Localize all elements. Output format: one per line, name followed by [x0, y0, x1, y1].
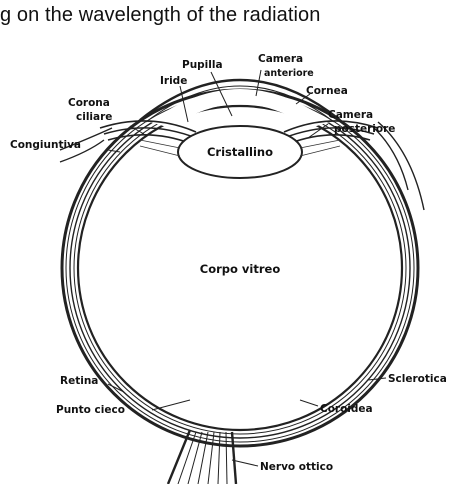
label-camera-posteriore-2: posteriore [334, 123, 395, 135]
label-cornea: Cornea [306, 85, 348, 97]
label-congiuntiva: Congiuntiva [10, 139, 81, 151]
label-camera-posteriore-1: Camera [328, 109, 373, 121]
label-corona-ciliare-1: Corona [68, 97, 110, 109]
label-punto-cieco: Punto cieco [56, 404, 125, 416]
label-camera-anteriore-2: anteriore [264, 68, 314, 79]
label-iride: Iride [160, 75, 187, 87]
label-nervo-ottico: Nervo ottico [260, 461, 333, 473]
label-retina: Retina [60, 375, 98, 387]
label-pupilla: Pupilla [182, 59, 223, 71]
label-camera-anteriore-1: Camera [258, 53, 303, 65]
label-corona-ciliare-2: ciliare [76, 111, 112, 123]
label-sclerotica: Sclerotica [388, 373, 447, 385]
label-coroidea: Coroidea [320, 403, 373, 415]
label-cristallino: Cristallino [207, 145, 273, 159]
label-corpo-vitreo: Corpo vitreo [200, 262, 281, 276]
